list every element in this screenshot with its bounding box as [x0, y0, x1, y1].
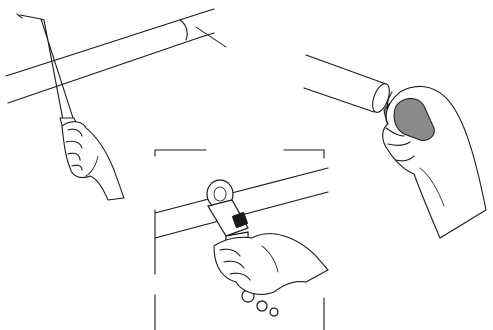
hand-left — [61, 121, 125, 201]
panel-frame-marks — [154, 149, 325, 330]
pipe-left — [5, 8, 227, 104]
hand-center — [213, 233, 329, 295]
pipe-right — [303, 54, 390, 113]
panel-hacksaw — [5, 8, 227, 201]
panel-pipe-cutter — [154, 149, 329, 330]
hacksaw-tool — [16, 13, 81, 137]
hand-right — [382, 85, 487, 239]
panel-deburring — [303, 54, 487, 239]
